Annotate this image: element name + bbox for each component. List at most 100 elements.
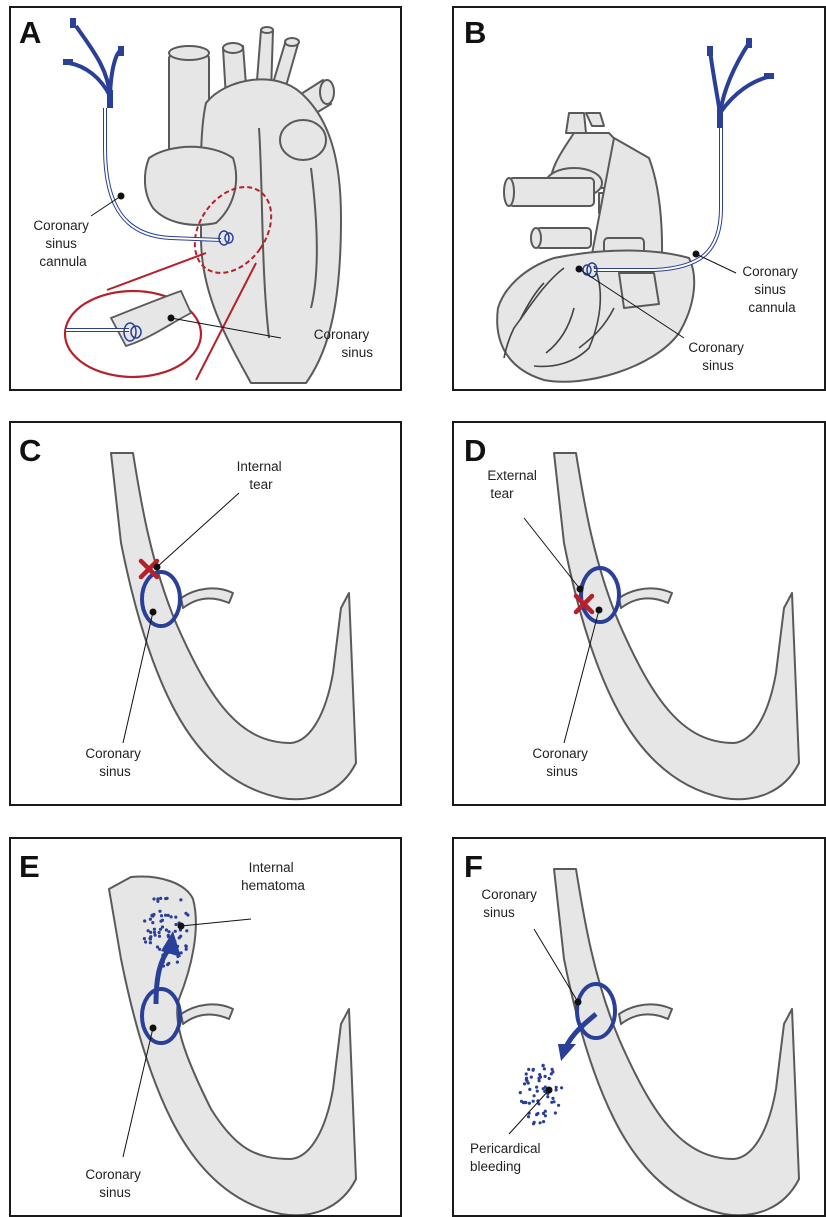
panel-b-illustration: B xyxy=(454,8,826,391)
sinus-vessel-e xyxy=(109,876,356,1215)
dot xyxy=(522,1101,525,1104)
dot xyxy=(167,962,170,965)
panel-c-illustration: C Internal tear Coronary sinus xyxy=(11,423,402,806)
dot xyxy=(528,1102,531,1105)
dot xyxy=(149,931,152,934)
pulmonary-trunk xyxy=(280,120,326,160)
dot xyxy=(149,935,152,938)
dot xyxy=(159,920,162,923)
dot xyxy=(532,1122,535,1125)
dot xyxy=(158,948,161,951)
panel-letter-d: D xyxy=(464,433,486,468)
dot xyxy=(537,1077,540,1080)
panel-e: E Internal hematoma Coronary sinus xyxy=(9,837,402,1217)
sinus-vessel-f xyxy=(554,869,799,1215)
dot xyxy=(555,1088,558,1091)
dot xyxy=(551,1068,554,1071)
label-internal-hematoma: Internal hematoma xyxy=(241,860,305,893)
dot xyxy=(542,1120,545,1123)
panel-d-illustration: D External tear Coronary sinus xyxy=(454,423,826,806)
label-external-tear: External tear xyxy=(487,468,540,501)
dot xyxy=(159,928,162,931)
label-coronary-sinus-d: Coronary sinus xyxy=(532,746,591,779)
dot xyxy=(167,934,170,937)
panel-f-illustration: F Coronary sinus Pericardical bleeding xyxy=(454,839,826,1217)
dot xyxy=(548,1077,551,1080)
label-coronary-sinus-cannula-b: Coronary sinus cannula xyxy=(742,264,801,315)
dot xyxy=(150,914,153,917)
dot xyxy=(154,934,157,937)
dot xyxy=(550,1101,553,1104)
dot xyxy=(174,930,177,933)
magnified-inset-a xyxy=(65,291,201,377)
dot xyxy=(525,1072,528,1075)
dot xyxy=(185,929,188,932)
dot xyxy=(546,1095,549,1098)
dot xyxy=(176,961,179,964)
dot xyxy=(143,919,146,922)
dot xyxy=(158,931,161,934)
sinus-vessel-c xyxy=(111,453,356,799)
dot xyxy=(158,910,161,913)
dot xyxy=(174,916,177,919)
panel-c: C Internal tear Coronary sinus xyxy=(9,421,402,806)
dot xyxy=(185,948,188,951)
dot xyxy=(149,941,152,944)
label-coronary-sinus-e: Coronary sinus xyxy=(85,1167,144,1200)
dot xyxy=(178,936,181,939)
label-pericardical-bleeding: Pericardical bleeding xyxy=(470,1141,544,1174)
dot xyxy=(554,1111,557,1114)
dot xyxy=(527,1115,530,1118)
dot xyxy=(184,912,187,915)
dot xyxy=(543,1067,546,1070)
dot xyxy=(523,1082,526,1085)
dot xyxy=(530,1076,533,1079)
dot xyxy=(159,897,162,900)
dot xyxy=(160,914,163,917)
panel-a-illustration: A xyxy=(11,8,402,391)
dot xyxy=(557,1104,560,1107)
panel-letter-a: A xyxy=(19,15,41,50)
label-internal-tear: Internal tear xyxy=(237,459,286,492)
dot xyxy=(144,940,147,943)
dot xyxy=(525,1077,528,1080)
panel-letter-c: C xyxy=(19,433,41,468)
panel-letter-b: B xyxy=(464,15,486,50)
dot xyxy=(174,923,177,926)
dot xyxy=(156,897,159,900)
panel-e-illustration: E Internal hematoma Coronary sinus xyxy=(11,839,402,1217)
label-coronary-sinus-f: Coronary sinus xyxy=(481,887,540,920)
panel-letter-e: E xyxy=(19,849,40,884)
dot xyxy=(532,1100,535,1103)
panel-letter-f: F xyxy=(464,849,483,884)
label-coronary-sinus-b: Coronary sinus xyxy=(688,340,747,373)
right-atrium xyxy=(145,147,236,225)
dot xyxy=(550,1072,553,1075)
dot xyxy=(151,921,154,924)
panel-f: F Coronary sinus Pericardical bleeding xyxy=(452,837,826,1217)
dot xyxy=(560,1086,563,1089)
dot xyxy=(536,1090,539,1093)
dot xyxy=(544,1075,547,1078)
panel-d: D External tear Coronary sinus xyxy=(452,421,826,806)
label-coronary-sinus-cannula-a: Coronary sinus cannula xyxy=(33,218,92,269)
heart-illustration-b xyxy=(497,113,694,382)
label-coronary-sinus-c: Coronary sinus xyxy=(85,746,144,779)
panel-a: A xyxy=(9,6,402,391)
dot xyxy=(526,1079,529,1082)
dot xyxy=(149,918,152,921)
dot xyxy=(179,898,182,901)
dot xyxy=(165,928,168,931)
dot xyxy=(158,935,161,938)
dot xyxy=(528,1088,531,1091)
panel-b: B xyxy=(452,6,826,391)
dot xyxy=(551,1097,554,1100)
dot xyxy=(164,897,167,900)
dot xyxy=(533,1094,536,1097)
dot xyxy=(527,1068,530,1071)
dot xyxy=(143,937,146,940)
dot xyxy=(170,915,173,918)
dot xyxy=(542,1112,545,1115)
dot xyxy=(519,1091,522,1094)
dot xyxy=(535,1086,538,1089)
